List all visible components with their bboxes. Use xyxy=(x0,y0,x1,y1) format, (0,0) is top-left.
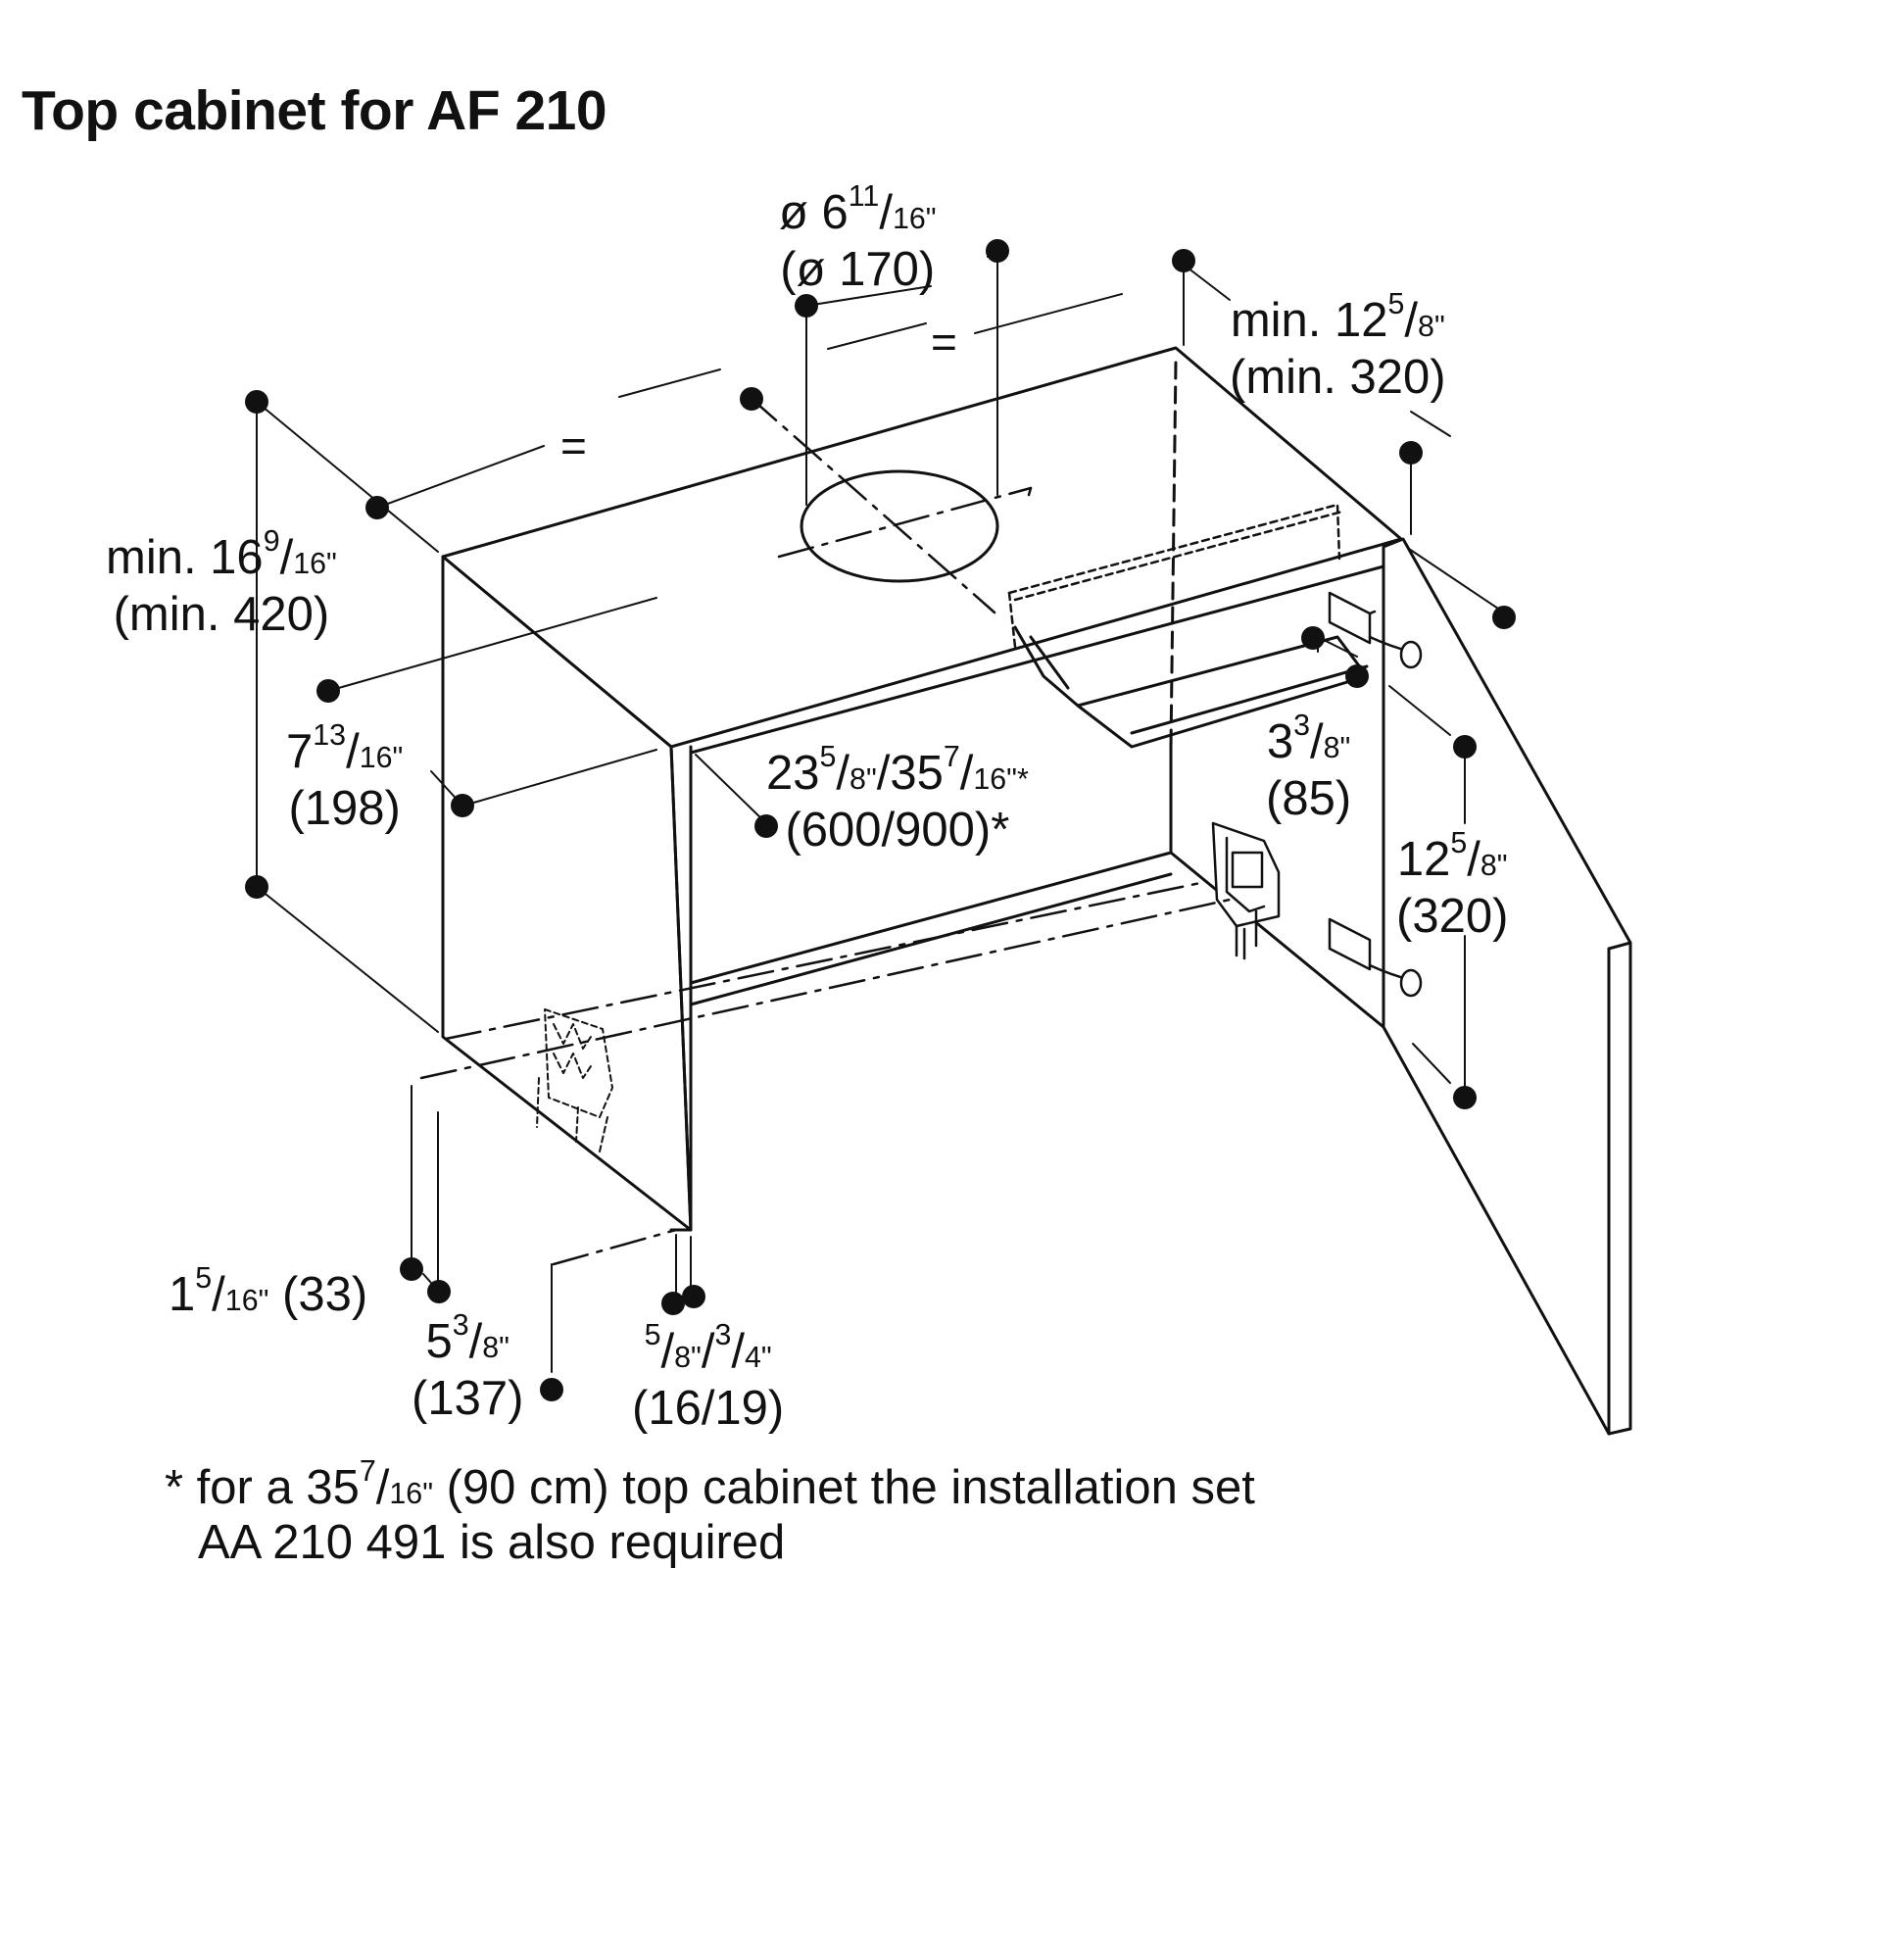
duct-opening xyxy=(800,469,999,583)
dim-dot xyxy=(316,679,340,703)
hood-unit-outline xyxy=(1007,503,1344,649)
cabinet-door xyxy=(1382,537,1632,1436)
door-top-edge xyxy=(1607,941,1632,951)
dim-dot xyxy=(1301,626,1325,650)
label-panel-thickness: 5/8"/3/4" (16/19) xyxy=(632,1318,785,1435)
hidden-back-edge xyxy=(1169,361,1178,749)
dim-dot xyxy=(795,294,818,318)
door-panel xyxy=(1382,537,1632,1436)
cabinet-top-front-edge-inner xyxy=(689,564,1385,755)
dim-dot xyxy=(1453,735,1477,759)
label-height-min: min. 169/16" (min. 420) xyxy=(106,524,337,641)
label-duct-offset: 713/16" (198) xyxy=(286,718,404,835)
equal-mark-right: = xyxy=(931,317,957,368)
page-title: Top cabinet for AF 210 xyxy=(22,79,607,142)
dim-dot xyxy=(451,794,474,817)
label-depth-min: min. 125/8" (min. 320) xyxy=(1230,287,1446,404)
door-latch-lower xyxy=(1328,917,1423,998)
dim-dot xyxy=(661,1292,685,1315)
hinge-bracket-right xyxy=(1211,821,1281,960)
dim-dot xyxy=(682,1285,705,1308)
dim-dot xyxy=(1172,249,1195,272)
cabinet-bottom-back-edge xyxy=(689,851,1173,985)
equal-mark-left: = xyxy=(560,420,587,471)
dim-dot xyxy=(1345,664,1369,688)
footnote: * for a 357/16" (90 cm) top cabinet the … xyxy=(165,1454,1255,1569)
label-door-height: 125/8" (320) xyxy=(1396,826,1509,943)
dim-dot xyxy=(1492,606,1516,629)
hood-glass-panel xyxy=(1013,625,1369,749)
dim-dot xyxy=(740,387,763,411)
cabinet-front-edge xyxy=(669,745,693,1232)
dim-dot xyxy=(245,390,268,414)
dim-dot xyxy=(245,875,268,899)
door-latch-upper xyxy=(1328,591,1423,669)
label-bottom-depth: 53/8" (137) xyxy=(412,1308,524,1425)
dim-dot xyxy=(754,814,778,838)
dim-dot xyxy=(427,1280,451,1303)
dim-dot xyxy=(540,1378,563,1401)
dim-dot xyxy=(400,1257,423,1281)
center-lines xyxy=(419,395,1232,1266)
dim-dot xyxy=(365,496,389,519)
dim-dot xyxy=(1399,441,1423,465)
dim-dot xyxy=(1453,1086,1477,1109)
label-bracket-offset: 33/8" (85) xyxy=(1266,709,1352,825)
label-cabinet-width: 235/8"/357/16"* (600/900)* xyxy=(766,740,1029,857)
hinge-bracket-left xyxy=(536,1008,613,1152)
dim-dot xyxy=(986,239,1009,263)
label-duct-diameter: ø 611/16" (ø 170) xyxy=(779,179,937,296)
cabinet-bottom-right-edge xyxy=(1169,851,1385,1029)
dimension-lines xyxy=(256,254,1505,1373)
label-bottom-inset: 15/16" (33) xyxy=(169,1261,368,1321)
dimension-dots xyxy=(245,239,1516,1401)
